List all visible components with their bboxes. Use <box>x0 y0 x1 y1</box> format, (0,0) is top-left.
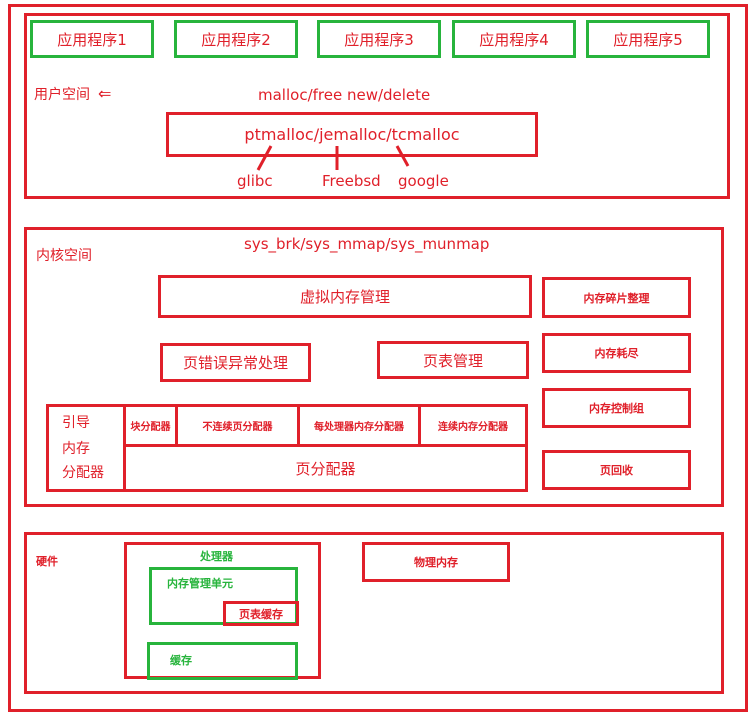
page-fault-label: 页错误异常处理 <box>182 354 288 372</box>
page-reclaim-box: 页回收 <box>542 450 691 490</box>
lib-freebsd: Freebsd <box>322 172 381 190</box>
kernel-space-label: 内核空间 <box>36 248 92 264</box>
boot-allocator-line-2: 内存 <box>62 441 90 457</box>
slab-allocator-box: 块分配器 <box>123 404 178 447</box>
app-label: 应用程序4 <box>479 30 549 49</box>
hardware-label: 硬件 <box>36 555 58 568</box>
app-box-1: 应用程序1 <box>30 20 154 58</box>
cache-box <box>147 642 298 680</box>
app-box-5: 应用程序5 <box>586 20 710 58</box>
syscalls-label: sys_brk/sys_mmap/sys_munmap <box>244 235 490 253</box>
app-label: 应用程序2 <box>201 30 271 49</box>
user-space-arrow-icon: ⇐ <box>98 84 112 103</box>
page-table-box: 页表管理 <box>377 341 529 379</box>
allocator-libs-label: ptmalloc/jemalloc/tcmalloc <box>244 125 460 144</box>
cma-allocator-label: 连续内存分配器 <box>438 422 508 433</box>
physical-memory-box: 物理内存 <box>362 542 510 582</box>
kernel-space-box <box>24 227 724 507</box>
connector-glibc <box>256 145 273 171</box>
connector-google <box>395 145 410 167</box>
page-reclaim-label: 页回收 <box>600 464 633 477</box>
tlb-label: 页表缓存 <box>239 607 283 621</box>
slab-allocator-label: 块分配器 <box>130 422 171 433</box>
percpu-allocator-label: 每处理器内存分配器 <box>314 422 404 433</box>
page-table-label: 页表管理 <box>422 351 483 370</box>
outer-frame <box>8 4 748 712</box>
processor-label: 处理器 <box>200 550 233 563</box>
memcg-box: 内存控制组 <box>542 388 691 428</box>
virtual-memory-box: 虚拟内存管理 <box>158 275 532 318</box>
user-space-box <box>24 13 730 199</box>
app-label: 应用程序5 <box>613 30 683 49</box>
allocator-libs-box: ptmalloc/jemalloc/tcmalloc <box>166 112 538 157</box>
page-fault-box: 页错误异常处理 <box>160 343 311 382</box>
app-box-2: 应用程序2 <box>174 20 298 58</box>
boot-allocator-line-1: 引导 <box>62 415 90 431</box>
compaction-box: 内存碎片整理 <box>542 277 691 318</box>
hardware-box <box>24 532 724 694</box>
memcg-label: 内存控制组 <box>589 402 644 415</box>
oom-box: 内存耗尽 <box>542 333 691 373</box>
app-box-3: 应用程序3 <box>317 20 441 58</box>
boot-allocator-line-3: 分配器 <box>62 465 104 481</box>
virtual-memory-label: 虚拟内存管理 <box>299 288 390 306</box>
vmalloc-allocator-box: 不连续页分配器 <box>175 404 300 447</box>
app-label: 应用程序1 <box>57 30 127 49</box>
lib-glibc: glibc <box>237 172 273 190</box>
malloc-api-label: malloc/free new/delete <box>258 86 431 104</box>
app-box-4: 应用程序4 <box>452 20 576 58</box>
app-label: 应用程序3 <box>344 30 414 49</box>
oom-label: 内存耗尽 <box>594 347 639 360</box>
page-allocator-box: 页分配器 <box>123 444 528 492</box>
compaction-label: 内存碎片整理 <box>583 291 650 305</box>
tlb-box: 页表缓存 <box>223 601 299 626</box>
vmalloc-allocator-label: 不连续页分配器 <box>202 422 273 433</box>
cma-allocator-box: 连续内存分配器 <box>418 404 528 447</box>
user-space-label: 用户空间 <box>34 87 90 103</box>
cache-label: 缓存 <box>170 654 192 667</box>
page-allocator-label: 页分配器 <box>295 459 356 478</box>
lib-google: google <box>398 172 449 190</box>
mmu-label: 内存管理单元 <box>167 577 233 590</box>
physical-memory-label: 物理内存 <box>414 556 458 569</box>
percpu-allocator-box: 每处理器内存分配器 <box>297 404 421 447</box>
